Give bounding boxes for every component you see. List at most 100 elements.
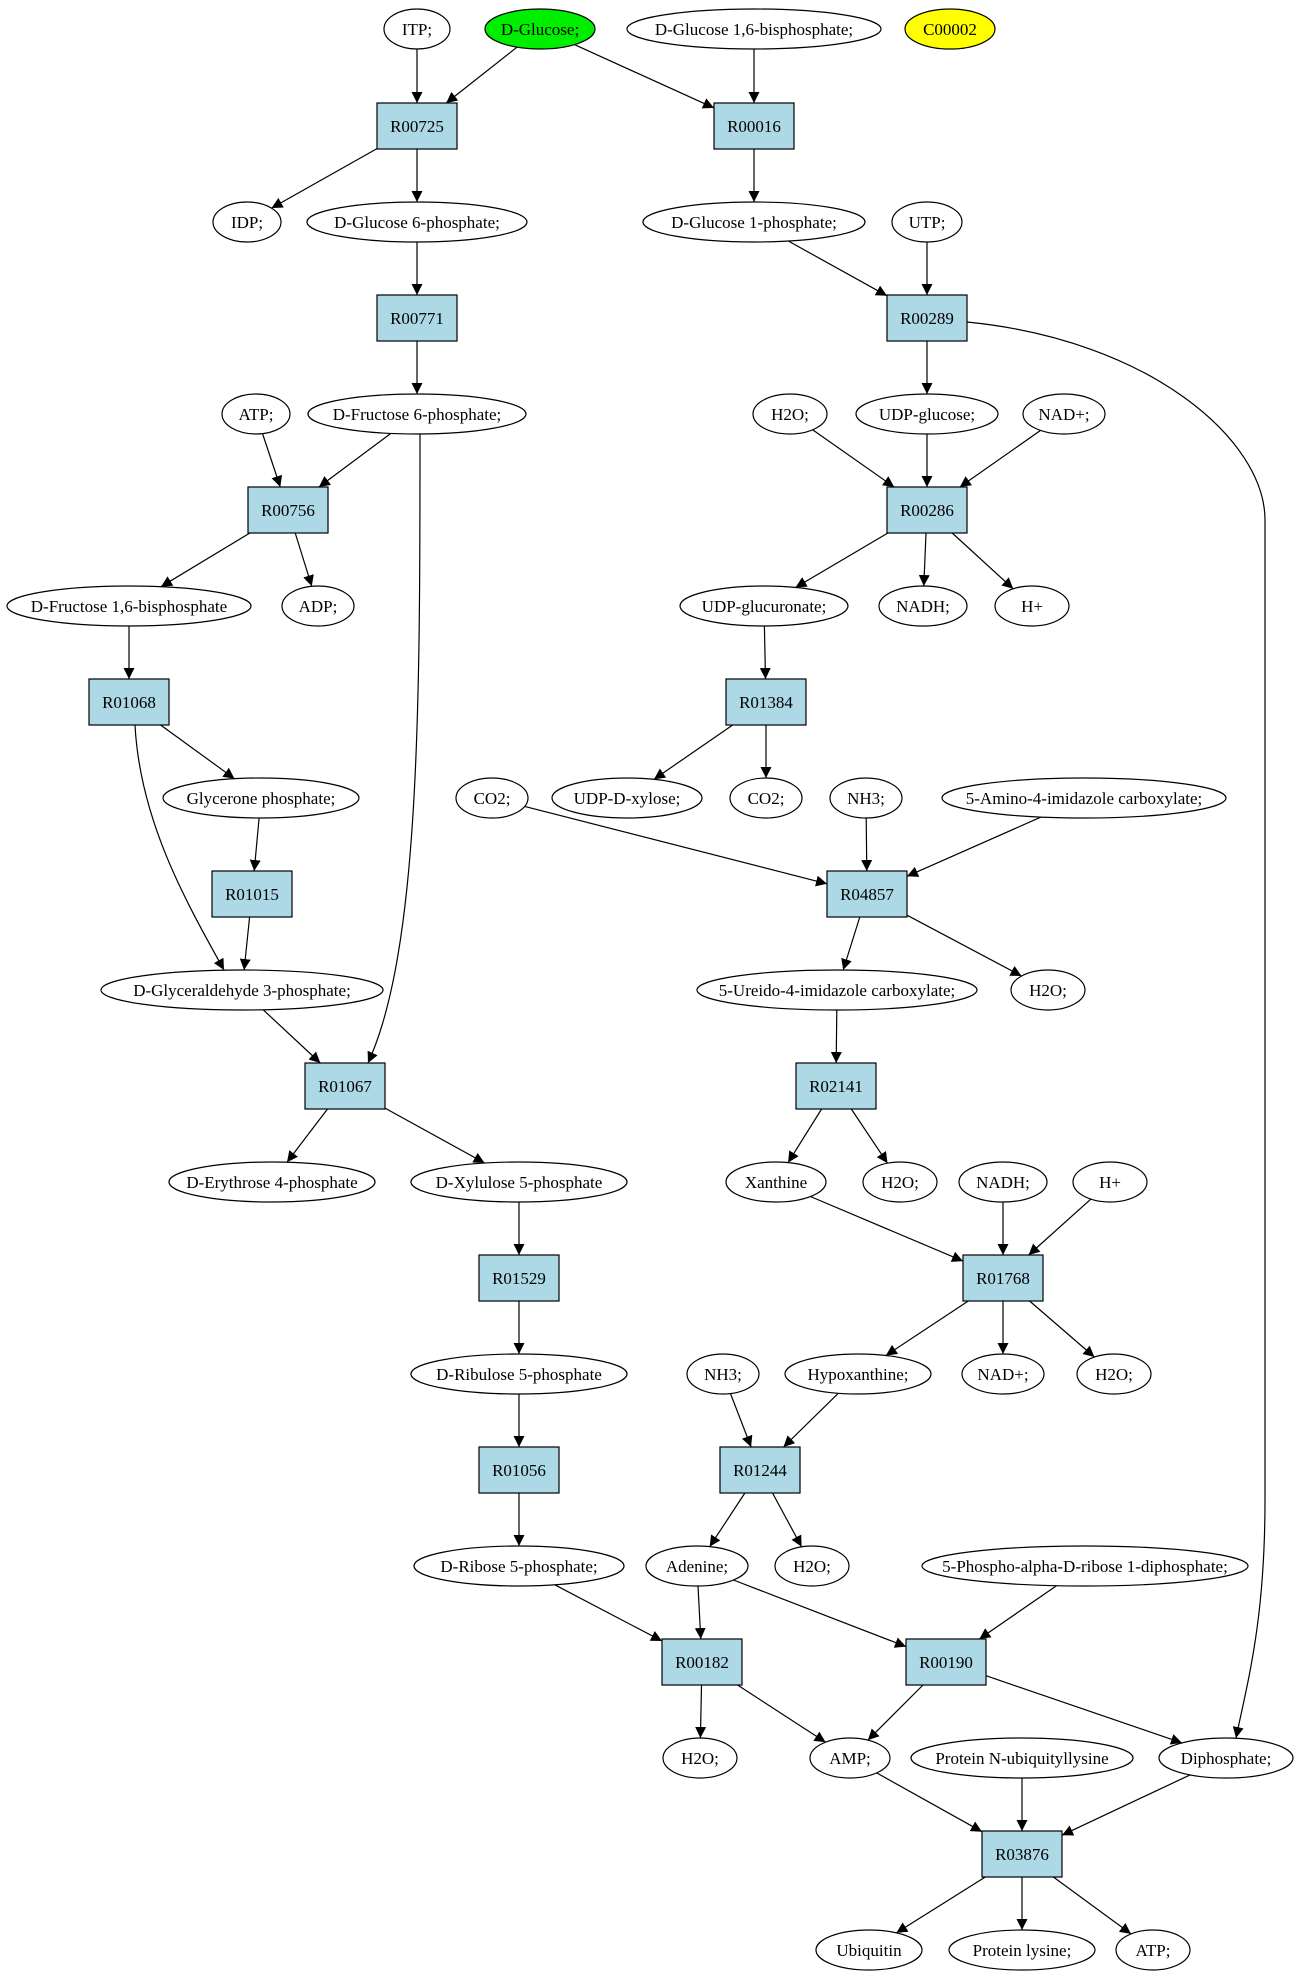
compound-node-aic: 5-Amino-4-imidazole carboxylate; [941, 777, 1227, 819]
compound-ellipse [904, 8, 996, 50]
edge-diphos-to-r03876 [1061, 1774, 1191, 1836]
node-label: D-Ribose 5-phosphate; [440, 1557, 597, 1576]
node-label: H+ [1099, 1173, 1121, 1192]
edge-f6p-to-r00756 [318, 432, 392, 488]
compound-node-dglucose: D-Glucose; [484, 8, 596, 50]
node-label: CO2; [748, 789, 785, 808]
node-label: C00002 [923, 20, 977, 39]
compound-node-nh3_2: NH3; [686, 1353, 760, 1395]
compound-node-prpp: 5-Phospho-alpha-D-ribose 1-diphosphate; [921, 1545, 1249, 1587]
compound-ellipse [410, 1353, 628, 1395]
edge-r00286-to-hplus_1 [951, 532, 1014, 590]
edge-r5p-to-r00182 [554, 1584, 663, 1642]
compound-ellipse [686, 1353, 760, 1395]
compound-ellipse [948, 1929, 1096, 1971]
compound-ellipse [921, 1545, 1249, 1587]
compound-node-hplus_1: H+ [994, 585, 1070, 627]
edge-xanthine-to-r01768 [810, 1195, 964, 1262]
node-label: R00289 [900, 309, 954, 328]
node-label: ITP; [402, 20, 432, 39]
edge-uic-to-r02141 [830, 1009, 842, 1064]
node-label: 5-Amino-4-imidazole carboxylate; [966, 789, 1203, 808]
compound-ellipse [307, 393, 527, 435]
reaction-box [478, 1254, 560, 1302]
compound-node-udpxyl: UDP-D-xylose; [551, 777, 703, 819]
node-label: Ubiquitin [836, 1941, 902, 1960]
node-label: H2O; [881, 1173, 919, 1192]
compound-node-h2o_3: H2O; [862, 1161, 938, 1203]
node-label: H2O; [681, 1749, 719, 1768]
edge-r02141-to-xanthine [787, 1108, 823, 1163]
compound-ellipse [455, 777, 529, 819]
edge-r02141-to-h2o_3 [850, 1108, 888, 1164]
reaction-box [905, 1638, 987, 1686]
reaction-node-r00190: R00190 [905, 1638, 987, 1686]
reaction-node-r01384: R01384 [725, 678, 807, 726]
compound-ellipse [212, 201, 282, 243]
compound-ellipse [696, 969, 978, 1011]
reaction-box [962, 1254, 1044, 1302]
node-label: Hypoxanthine; [807, 1365, 908, 1384]
reaction-box [478, 1446, 560, 1494]
compound-ellipse [862, 1161, 938, 1203]
compound-node-xanthine: Xanthine [725, 1161, 827, 1203]
nodes-layer: ITP; D-Glucose; D-Glucose 1,6-bisphosphate… [6, 8, 1294, 1971]
compound-ellipse [994, 585, 1070, 627]
compound-node-nadp_2: NAD+; [961, 1353, 1045, 1395]
reaction-box [713, 102, 795, 150]
node-label: UDP-glucuronate; [702, 597, 827, 616]
node-label: D-Ribulose 5-phosphate [436, 1365, 602, 1384]
reaction-box [886, 486, 968, 534]
node-label: H2O; [1029, 981, 1067, 1000]
node-label: D-Fructose 1,6-bisphosphate [31, 597, 227, 616]
node-label: UDP-D-xylose; [574, 789, 681, 808]
node-label: R00771 [390, 309, 444, 328]
compound-ellipse [1072, 1161, 1148, 1203]
compound-node-atp2: ATP; [1115, 1929, 1191, 1971]
node-label: D-Glucose 1,6-bisphosphate; [655, 20, 853, 39]
edge-r04857-to-uic [841, 916, 861, 971]
reaction-box [304, 1062, 386, 1110]
edge-aic-to-r04857 [906, 816, 1042, 877]
edge-r01067-to-e4p [286, 1108, 328, 1163]
edge-f6p-to-r01067 [367, 433, 421, 1064]
compound-ellipse [891, 201, 963, 243]
reaction-node-r00182: R00182 [661, 1638, 743, 1686]
edge-amp-to-r03876 [876, 1772, 983, 1833]
edge-co2_1-to-r04857 [524, 805, 828, 887]
node-label: R01529 [492, 1269, 546, 1288]
node-label: R01384 [739, 693, 793, 712]
reaction-node-r01056: R01056 [478, 1446, 560, 1494]
compound-node-nadp_1: NAD+; [1022, 393, 1106, 435]
compound-node-uic: 5-Ureido-4-imidazole carboxylate; [696, 969, 978, 1011]
reaction-node-r00725: R00725 [376, 102, 458, 150]
compound-node-itp: ITP; [383, 8, 451, 50]
edge-r03876-to-atp2 [1053, 1876, 1132, 1935]
edge-adenine-to-r00182 [694, 1585, 706, 1640]
compound-node-gap: D-Glyceraldehyde 3-phosphate; [100, 969, 384, 1011]
node-label: R00182 [675, 1653, 729, 1672]
compound-node-dglc16bp: D-Glucose 1,6-bisphosphate; [626, 8, 882, 50]
compound-ellipse [961, 1353, 1045, 1395]
node-label: R02141 [809, 1077, 863, 1096]
reaction-node-r03876: R03876 [981, 1830, 1063, 1878]
compound-node-diphos: Diphosphate; [1158, 1737, 1294, 1779]
reaction-node-r01529: R01529 [478, 1254, 560, 1302]
compound-ellipse [306, 201, 528, 243]
edge-r01768-to-h2o_4 [1029, 1300, 1095, 1358]
compound-ellipse [1010, 969, 1086, 1011]
compound-ellipse [729, 777, 803, 819]
node-label: ATP; [239, 405, 274, 424]
node-label: R01068 [102, 693, 156, 712]
node-label: NH3; [847, 789, 885, 808]
edge-r00190-to-diphos [985, 1675, 1183, 1745]
node-label: H2O; [793, 1557, 831, 1576]
compound-node-g6p: D-Glucose 6-phosphate; [306, 201, 528, 243]
node-label: ADP; [299, 597, 338, 616]
node-label: NAD+; [1038, 405, 1089, 424]
node-label: R00190 [919, 1653, 973, 1672]
compound-ellipse [383, 8, 451, 50]
node-label: UTP; [909, 213, 946, 232]
edge-r01068-to-glyp [160, 724, 235, 780]
node-label: AMP; [829, 1749, 871, 1768]
